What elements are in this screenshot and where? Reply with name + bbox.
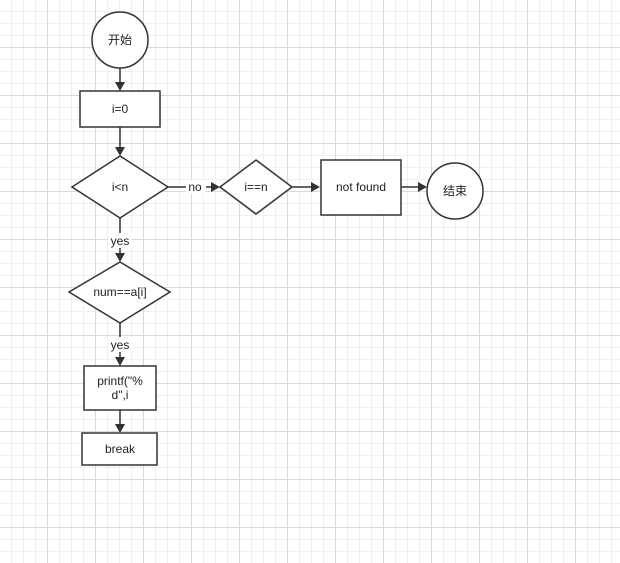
edge-label-yes-compare: yes bbox=[111, 338, 130, 352]
print-label-line1: printf("% bbox=[97, 374, 143, 388]
check-end-node[interactable]: i==n bbox=[218, 159, 294, 215]
start-label: 开始 bbox=[108, 33, 132, 47]
edge-label-no: no bbox=[188, 180, 202, 194]
break-node[interactable]: break bbox=[81, 432, 158, 466]
not-found-node[interactable]: not found bbox=[320, 159, 402, 216]
print-node[interactable]: printf("% d",i bbox=[83, 365, 157, 411]
start-node[interactable]: 开始 bbox=[91, 11, 149, 69]
not-found-label: not found bbox=[336, 180, 386, 194]
connector-init-to-loop bbox=[115, 127, 125, 156]
connector-notfound-to-end bbox=[401, 182, 427, 192]
print-label-line2: d",i bbox=[112, 388, 129, 402]
connector-check-to-notfound bbox=[292, 182, 320, 192]
break-label: break bbox=[105, 442, 136, 456]
init-label: i=0 bbox=[112, 102, 129, 116]
end-node[interactable]: 结束 bbox=[426, 162, 484, 220]
compare-label: num==a[i] bbox=[93, 285, 146, 299]
check-end-label: i==n bbox=[244, 180, 267, 194]
compare-node[interactable]: num==a[i] bbox=[67, 261, 172, 324]
init-node[interactable]: i=0 bbox=[79, 90, 161, 128]
connector-print-to-break bbox=[115, 410, 125, 433]
edge-label-yes: yes bbox=[111, 234, 130, 248]
end-label: 结束 bbox=[443, 184, 467, 198]
connector-start-to-init bbox=[115, 68, 125, 91]
loop-condition-node[interactable]: i<n bbox=[70, 155, 170, 219]
loop-condition-label: i<n bbox=[112, 180, 128, 194]
